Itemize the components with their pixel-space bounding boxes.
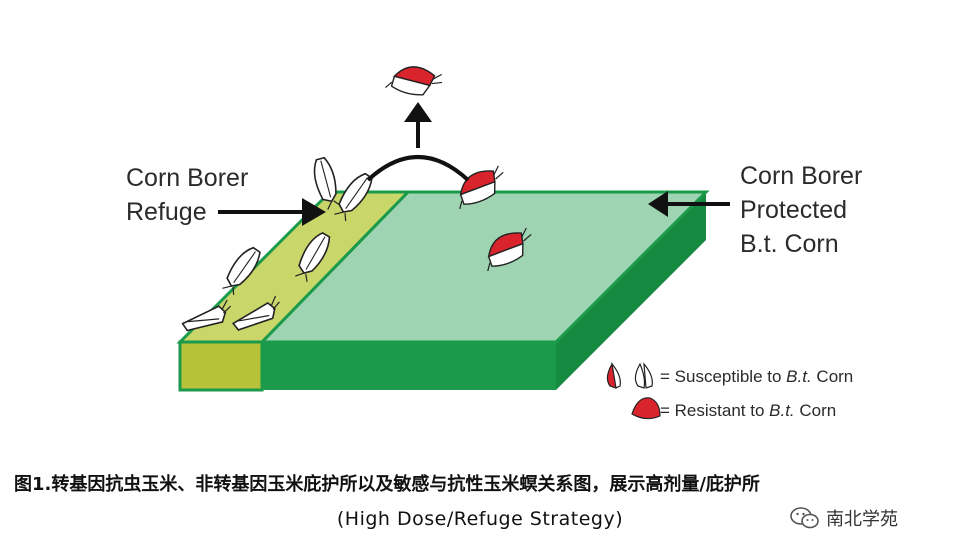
figure-subcaption: (High Dose/Refuge Strategy) (336, 508, 624, 530)
protected-label-line1: Corn Borer (740, 162, 862, 190)
refuge-front-face (178, 340, 264, 392)
watermark: 南北学苑 (790, 503, 898, 533)
legend: = Susceptible to B.t. Corn = Resistant t… (606, 361, 853, 420)
up-arrowhead (404, 102, 432, 122)
legend-susceptible-suffix: Corn (812, 367, 854, 386)
refuge-strategy-diagram: Corn Borer Refuge Corn Borer Protected B… (126, 63, 862, 420)
svg-text:= Susceptible to B.t. Corn: = Susceptible to B.t. Corn (660, 367, 853, 386)
watermark-text: 南北学苑 (826, 509, 898, 530)
legend-resistant-prefix: = Resistant to (660, 401, 769, 420)
legend-susceptible-italic: B.t. (786, 367, 812, 386)
field-right-face (556, 192, 706, 390)
legend-resistant-italic: B.t. (769, 401, 795, 420)
figure-caption: 图1.转基因抗虫玉米、非转基因玉米庇护所以及敏感与抗性玉米螟关系图，展示高剂量/… (14, 474, 760, 495)
wechat-icon (790, 507, 819, 529)
protected-label-line3: B.t. Corn (740, 230, 839, 258)
legend-resistant-suffix: Corn (795, 401, 837, 420)
protected-label-line2: Protected (740, 196, 847, 224)
hybrid-moth-top (384, 63, 444, 98)
refuge-label-line1: Corn Borer (126, 164, 248, 192)
legend-susceptible-prefix: = Susceptible to (660, 367, 786, 386)
mating-curve-arrow (366, 155, 470, 182)
refuge-label-line2: Refuge (126, 198, 207, 226)
field-front-face (262, 342, 556, 390)
refuge-top-face (176, 190, 412, 344)
svg-text:= Resistant to B.t. Corn: = Resistant to B.t. Corn (660, 401, 836, 420)
